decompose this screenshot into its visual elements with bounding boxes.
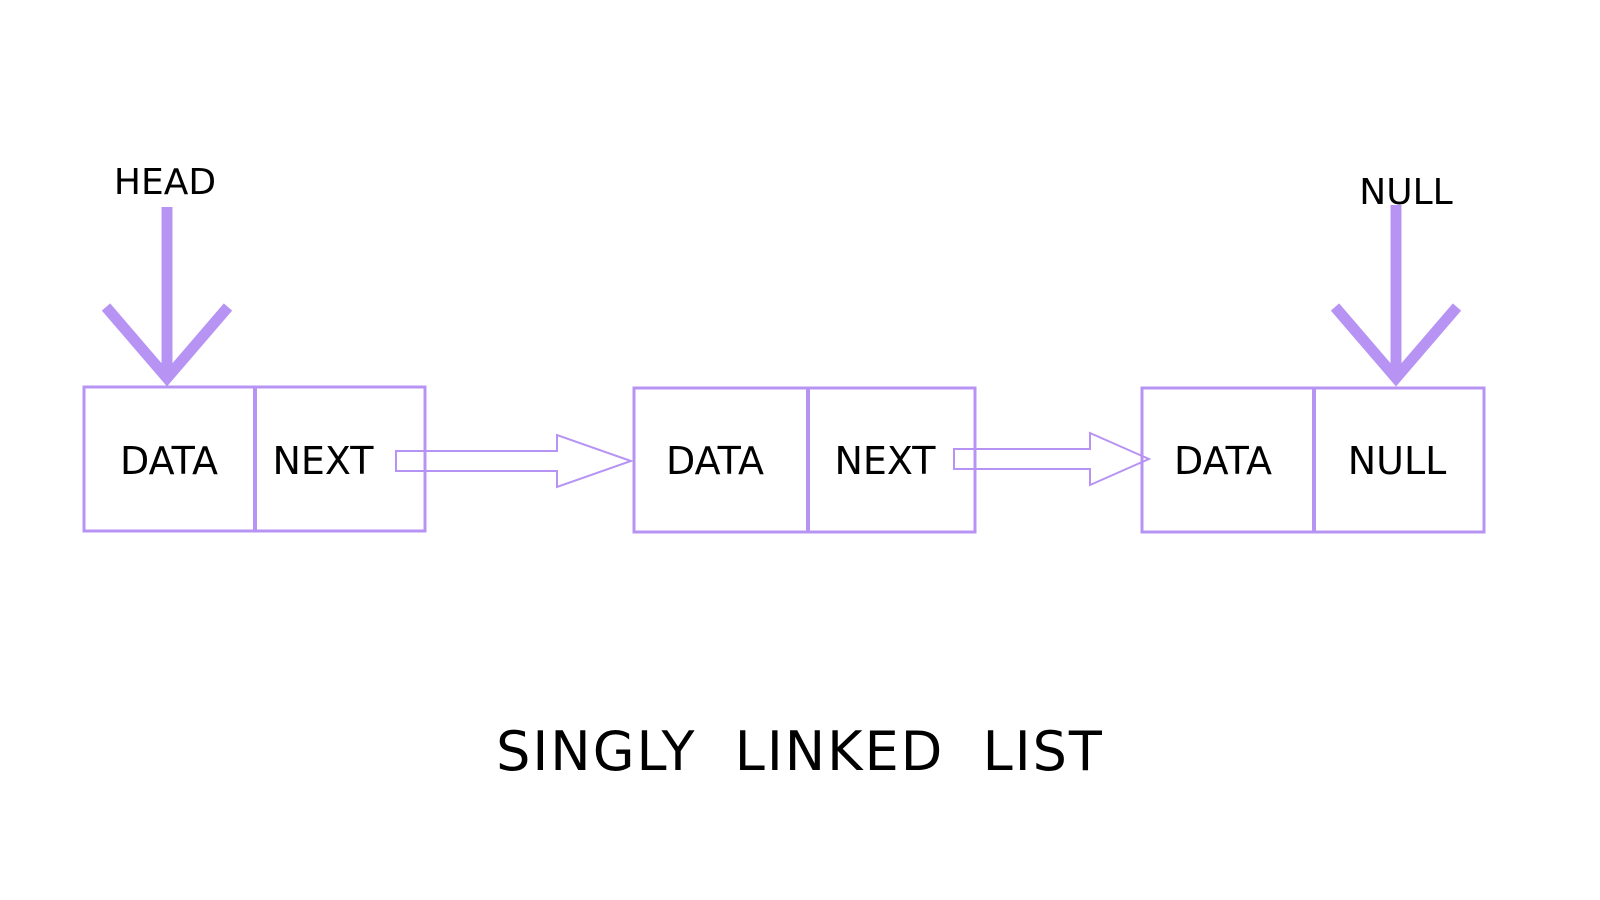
node-3-null-label: NULL xyxy=(1348,439,1447,483)
node-2-box xyxy=(632,386,977,534)
list-node-2: DATA NEXT xyxy=(632,386,977,534)
diagram-caption: SINGLY LINKED LIST xyxy=(496,720,1104,783)
link-arrow-2 xyxy=(953,431,1152,487)
link-arrow-1 xyxy=(395,433,635,489)
node-1-next-label: NEXT xyxy=(272,439,374,483)
node-2-next-label: NEXT xyxy=(834,439,936,483)
list-node-1: DATA NEXT xyxy=(82,385,427,533)
node-1-data-label: DATA xyxy=(120,439,218,483)
null-arrow xyxy=(1330,205,1462,387)
null-pointer-label: NULL xyxy=(1359,172,1452,213)
node-2-data-label: DATA xyxy=(666,439,764,483)
list-node-3: DATA NULL xyxy=(1140,386,1486,534)
node-3-data-label: DATA xyxy=(1174,439,1272,483)
head-label: HEAD xyxy=(114,162,216,203)
head-arrow xyxy=(101,207,233,387)
